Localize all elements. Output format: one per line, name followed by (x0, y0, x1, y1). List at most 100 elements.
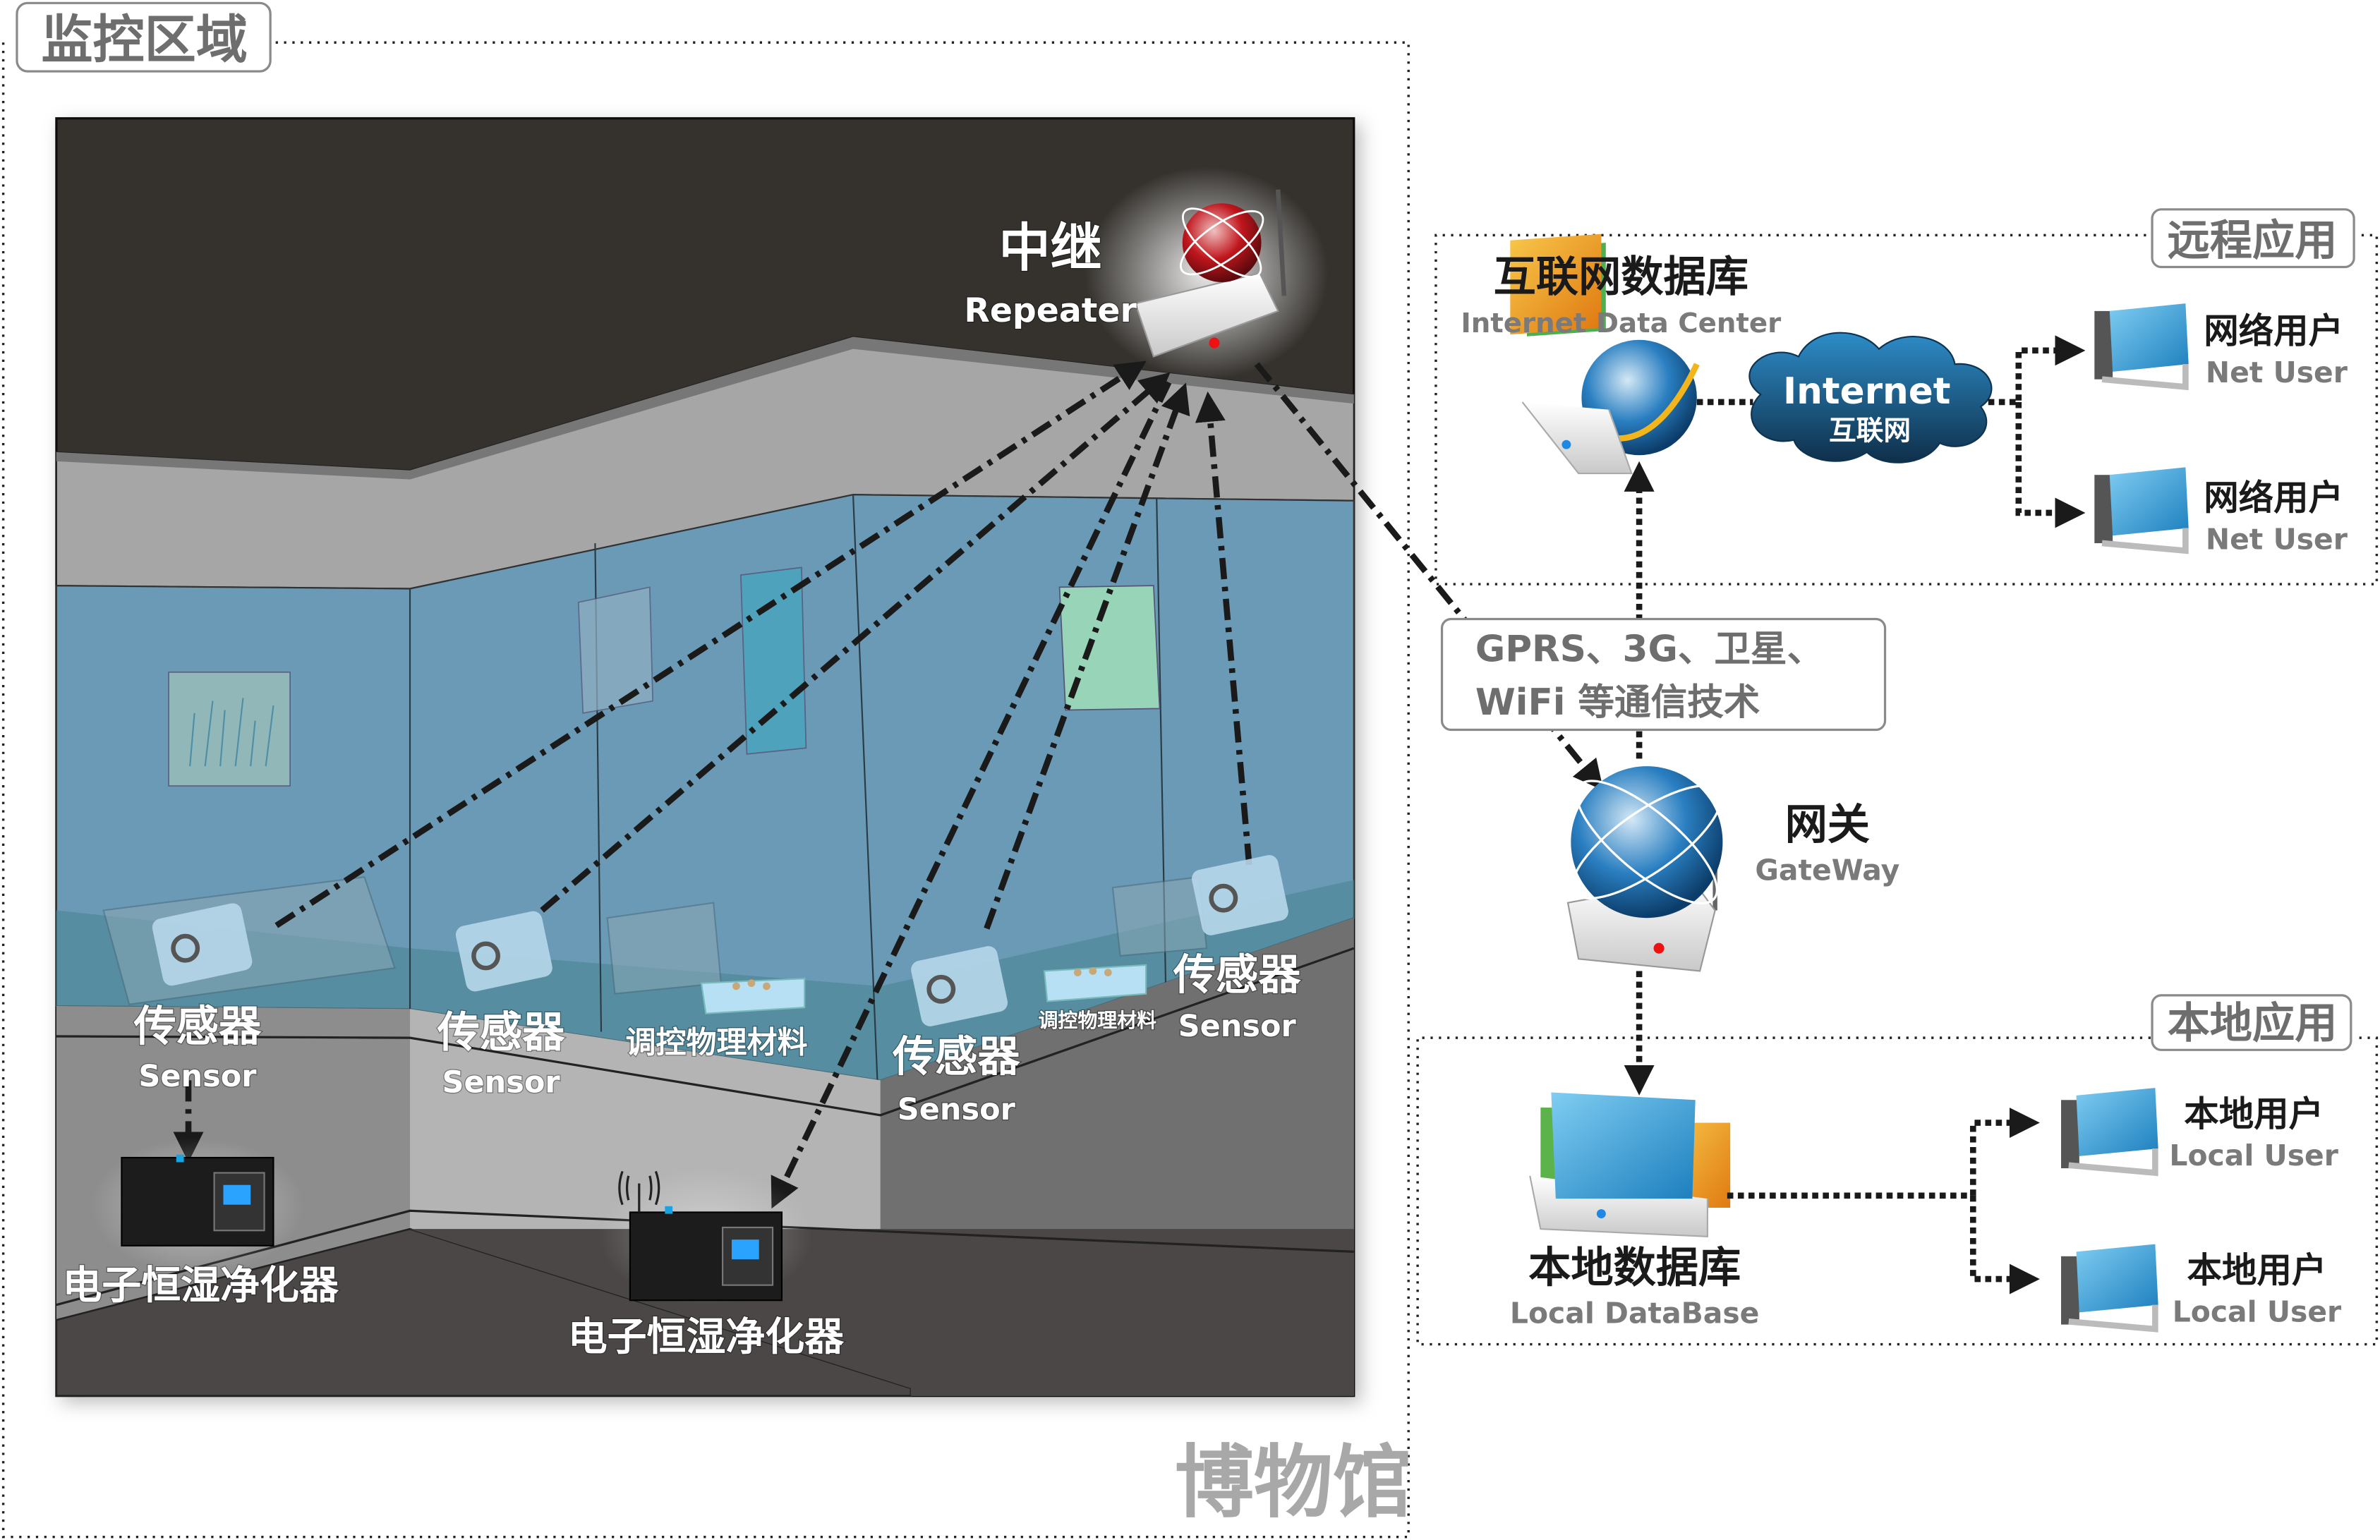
scene-soffit-edge (56, 337, 1354, 480)
museum-scene (55, 117, 1355, 1397)
link-sensor2-repeater (540, 372, 1171, 913)
cloud-label-en: Internet (1783, 370, 1950, 413)
sensor-dial-icon (926, 974, 956, 1004)
local-user-label-en: Local User (2169, 1139, 2338, 1172)
sensor-device-icon (911, 946, 1008, 1026)
internet-database[interactable] (1510, 234, 1700, 475)
sensor-label-en: Sensor (442, 1065, 561, 1101)
remote-zone-title: 远程应用 (2168, 216, 2338, 265)
sensor-device-icon (152, 903, 253, 986)
purifier-1[interactable]: 电子恒湿净化器 (61, 1138, 340, 1309)
repeater-orbit (1181, 207, 1262, 278)
artwork-grass-strokes (189, 698, 274, 767)
floor-edge (56, 1209, 1354, 1306)
net-user-1[interactable]: 网络用户 Net User (2094, 303, 2348, 391)
monitor-zone: 监控区域 (1, 1, 1410, 1539)
repeater-label-en: Repeater (964, 291, 1137, 330)
sensor-3[interactable]: 传感器 Sensor (891, 945, 1022, 1129)
purifier-label: 电子恒湿净化器 (568, 1314, 845, 1360)
local-database[interactable] (1529, 1092, 1731, 1237)
local-user-label-zh: 本地用户 (2184, 1093, 2324, 1134)
user-stand (2068, 1304, 2158, 1333)
purifier-screen (731, 1239, 759, 1260)
sensor-label-zh: 传感器 (892, 1032, 1020, 1081)
user-tower (2094, 475, 2113, 543)
artwork-figure (577, 586, 654, 714)
idc-button (1562, 439, 1571, 449)
sensor-2[interactable]: 传感器 Sensor (435, 909, 566, 1101)
gateway-device[interactable] (1557, 763, 1736, 972)
idc-card-orange (1510, 234, 1602, 335)
sensor-label-en: Sensor (138, 1059, 257, 1094)
ldb-screen-icon (1551, 1092, 1696, 1199)
cloud-label-zh: 互联网 (1829, 416, 1911, 447)
local-user-1[interactable]: 本地用户 Local User (2061, 1088, 2339, 1177)
link-sensor1-repeater (274, 360, 1147, 928)
internet-db-label-en: Internet Data Center (1461, 308, 1781, 339)
net-user-2[interactable]: 网络用户 Net User (2094, 467, 2348, 557)
local-db-label-en: Local DataBase (1510, 1296, 1759, 1330)
local-app-zone: 本地应用 (1416, 994, 2379, 1346)
material-label: 调控物理材料 (625, 1026, 807, 1061)
gateway-orbit (1571, 784, 1722, 900)
internet-db-label-zh: 互联网数据库 (1494, 253, 1748, 302)
link-cloud-netuser2 (2015, 401, 2086, 528)
user-stand (2101, 364, 2189, 391)
repeater-label-zh: 中继 (999, 218, 1102, 278)
local-links (1727, 1108, 2040, 1295)
sensor-label-en: Sensor (898, 1092, 1016, 1127)
sensor-dial-icon (1209, 883, 1238, 913)
artwork-green-panel (1058, 585, 1161, 711)
local-user-label-en: Local User (2173, 1295, 2342, 1328)
link-cloud-netuser1 (1988, 335, 2086, 406)
link-sensor3-repeater (984, 382, 1190, 930)
internet-cloud[interactable]: Internet 互联网 (1748, 332, 1993, 463)
comm-tech-line2: WiFi 等通信技术 (1475, 681, 1760, 724)
sensor-device-icon (1192, 855, 1288, 935)
link-localdb-localuser1 (1969, 1108, 2040, 1196)
purifier-wifi-icon (618, 1170, 660, 1213)
purifier-screen (223, 1184, 251, 1205)
material-box-2: 调控物理材料 (1037, 964, 1157, 1033)
sensor-4[interactable]: 传感器 Sensor (1172, 854, 1303, 1045)
repeater-box (1134, 272, 1279, 358)
gateway-globe-icon (1571, 766, 1723, 918)
material-label: 调控物理材料 (1038, 1009, 1156, 1032)
remote-app-zone: 远程应用 (1434, 208, 2379, 586)
purifier-label: 电子恒湿净化器 (63, 1263, 339, 1309)
purifier-2[interactable]: 电子恒湿净化器 (567, 1168, 845, 1361)
cloud-icon (1748, 332, 1993, 463)
artwork-grass (168, 671, 291, 787)
comm-tech-line1: GPRS、3G、卫星、 (1475, 629, 1823, 671)
pedestal-2 (606, 902, 723, 995)
idc-stand (1521, 401, 1633, 475)
local-zone-border (1416, 1036, 2379, 1346)
repeater-device[interactable] (1085, 166, 1329, 380)
user-tower (2061, 1100, 2079, 1169)
remote-zone-tag (2151, 208, 2355, 269)
sensor-device-icon (455, 911, 552, 992)
user-stand (2068, 1148, 2158, 1177)
baseboard-line (56, 947, 1355, 1117)
sensor-label-en: Sensor (1178, 1009, 1297, 1044)
material-box-1: 调控物理材料 (624, 978, 809, 1062)
local-db-label-zh: 本地数据库 (1528, 1243, 1741, 1292)
link-repeater-purifier2 (771, 381, 1172, 1209)
purifier-knob (176, 1154, 184, 1163)
user-screen-icon (2076, 1088, 2158, 1156)
user-screen-icon (2109, 467, 2189, 536)
sensor-1[interactable]: 传感器 Sensor (132, 902, 262, 1095)
artwork-teal-panel (739, 566, 807, 755)
net-user-label-zh: 网络用户 (2204, 478, 2343, 519)
ldb-button (1596, 1209, 1606, 1219)
user-screen-icon (2076, 1244, 2158, 1313)
net-user-label-en: Net User (2206, 356, 2348, 389)
net-user-label-zh: 网络用户 (2204, 310, 2343, 351)
sensor-label-zh: 传感器 (437, 1008, 565, 1057)
local-user-2[interactable]: 本地用户 Local User (2061, 1244, 2342, 1333)
comm-tech-box (1440, 617, 1887, 732)
pedestal-3 (1111, 875, 1208, 957)
gateway-label-zh: 网关 (1785, 800, 1870, 849)
user-tower (2094, 310, 2113, 380)
